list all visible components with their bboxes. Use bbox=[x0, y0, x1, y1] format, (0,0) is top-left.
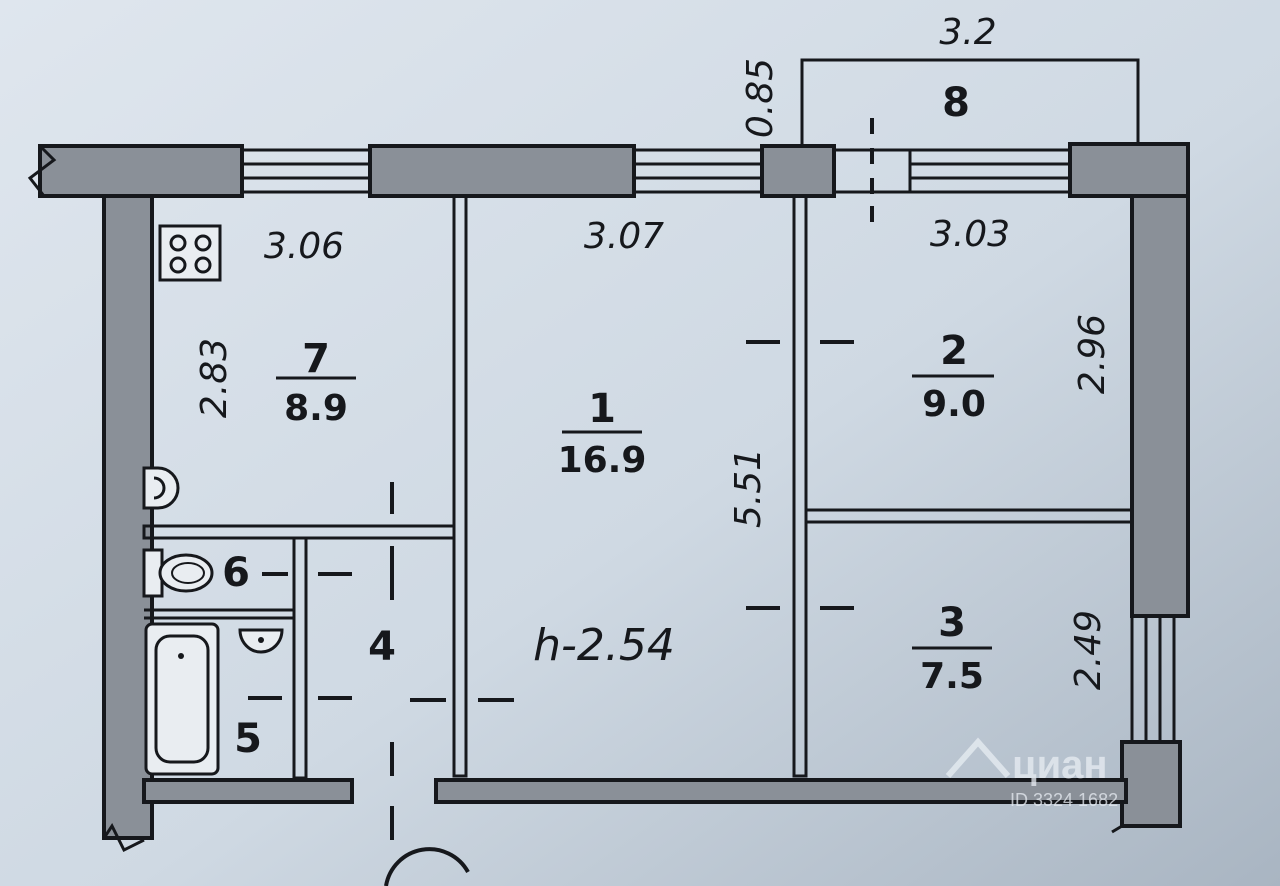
washbasin-icon bbox=[238, 628, 284, 654]
windows bbox=[242, 148, 1176, 742]
stove-icon bbox=[158, 224, 222, 282]
room-labels: 1 16.9 2 9.0 3 7.5 4 5 6 7 8.9 8 bbox=[222, 80, 994, 762]
watermark-brand: циан bbox=[1012, 743, 1108, 787]
toilet-icon bbox=[142, 548, 214, 598]
watermark-id: ID 3324 1682 bbox=[1010, 790, 1118, 810]
wall-top-pier bbox=[760, 144, 836, 198]
wall-top-right bbox=[1068, 142, 1190, 198]
balcony-outline bbox=[800, 58, 1140, 146]
dimension-labels: 3.2 0.85 3.06 3.07 3.03 2.83 5.51 2.96 2… bbox=[194, 12, 1113, 690]
room-3-number: 3 bbox=[938, 600, 966, 646]
bathtub-icon bbox=[144, 622, 220, 776]
ceiling-height: h-2.54 bbox=[533, 620, 675, 671]
partition-kitchen-living bbox=[452, 194, 468, 778]
wall-left bbox=[102, 194, 154, 840]
dim-balcony-width: 3.2 bbox=[939, 12, 996, 53]
partition-living-bedroom bbox=[792, 194, 808, 778]
room-5-number: 5 bbox=[234, 716, 262, 762]
dim-kitchen-length: 2.83 bbox=[194, 338, 235, 418]
partitions bbox=[142, 194, 1134, 780]
wall-top-left bbox=[38, 144, 244, 198]
dim-living-length: 5.51 bbox=[728, 448, 769, 528]
window-bedroom3 bbox=[1130, 616, 1176, 742]
wall-breaks bbox=[27, 144, 1123, 853]
wall-top-mid bbox=[368, 144, 636, 198]
room-6-number: 6 bbox=[222, 550, 250, 596]
walls bbox=[38, 142, 1190, 840]
room-2-number: 2 bbox=[940, 328, 968, 374]
dim-bedroom2-length: 2.96 bbox=[1072, 314, 1113, 394]
wall-bottom-left bbox=[142, 778, 354, 804]
room-1-area: 16.9 bbox=[558, 440, 647, 481]
room-1-number: 1 bbox=[588, 386, 616, 432]
window-living bbox=[634, 148, 762, 194]
dim-balcony-depth: 0.85 bbox=[740, 58, 781, 138]
partition-bath-hall bbox=[292, 536, 308, 780]
house-logo-icon bbox=[945, 737, 1011, 778]
window-bedroom2 bbox=[910, 148, 1070, 194]
room-3-area: 7.5 bbox=[920, 656, 984, 697]
room-7-number: 7 bbox=[302, 336, 330, 382]
dim-bedroom-width: 3.03 bbox=[930, 214, 1010, 255]
room-8-number: 8 bbox=[942, 80, 970, 126]
watermark: циан ID 3324 1682 bbox=[945, 737, 1118, 810]
dim-living-width: 3.07 bbox=[584, 216, 664, 257]
dim-kitchen-width: 3.06 bbox=[264, 226, 344, 267]
wall-bottom-right bbox=[434, 778, 1128, 804]
wall-right-lower bbox=[1120, 740, 1182, 828]
room-4-number: 4 bbox=[368, 624, 396, 670]
room-2-area: 9.0 bbox=[922, 384, 986, 425]
kitchen-sink-icon bbox=[142, 466, 180, 510]
wall-right-upper bbox=[1130, 194, 1190, 618]
door-marks bbox=[248, 118, 874, 840]
room-7-area: 8.9 bbox=[284, 388, 348, 429]
window-kitchen bbox=[242, 148, 370, 194]
partition-bedroom2-bedroom3 bbox=[804, 508, 1134, 524]
dim-bedroom3-length: 2.49 bbox=[1068, 610, 1109, 690]
entrance-arc bbox=[384, 847, 470, 886]
